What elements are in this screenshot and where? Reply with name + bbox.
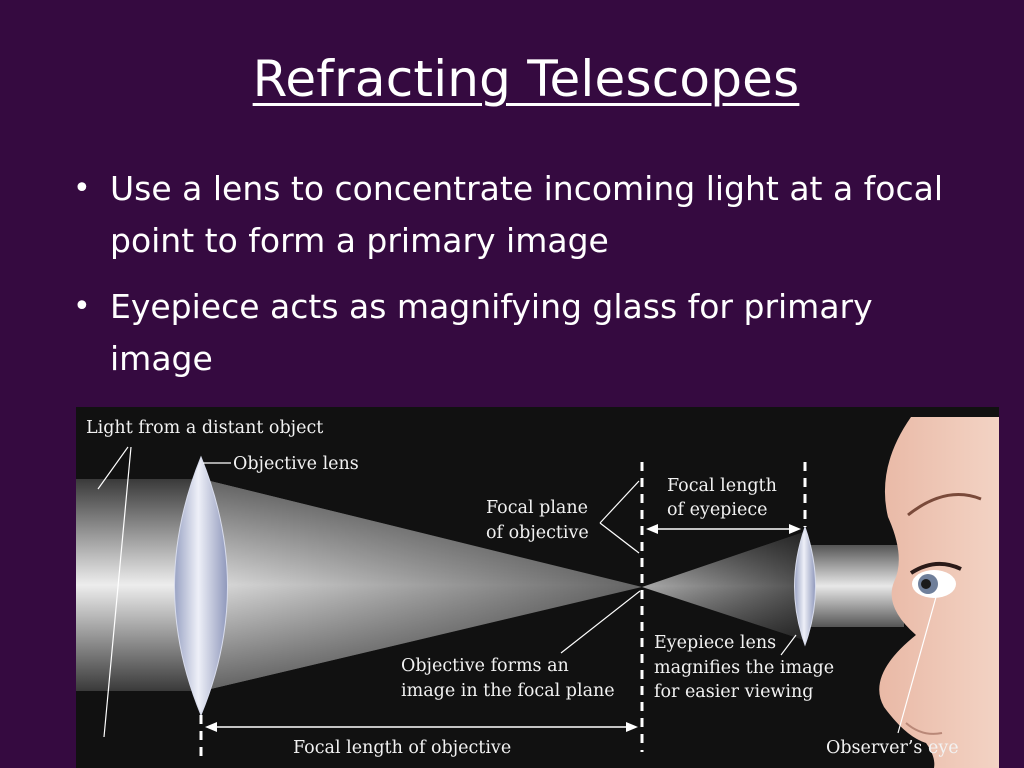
bullet-item: • Eyepiece acts as magnifying glass for … — [70, 281, 970, 385]
eyepiece-lens-label-line2: magnifies the image — [654, 658, 834, 678]
eyepiece-focal-arrow — [646, 524, 801, 534]
focal-length-eyepiece-label-line1: Focal length — [667, 476, 777, 496]
converging-light-shade — [202, 479, 642, 691]
bullet-icon: • — [73, 289, 91, 324]
focal-plane-pointer — [599, 480, 640, 524]
focal-plane-pointer — [599, 522, 640, 554]
observer-face — [879, 417, 999, 768]
focal-plane-label-line2: of objective — [486, 523, 589, 543]
eyepiece-lens-label-line1: Eyepiece lens — [654, 633, 776, 653]
eyepiece-lens-label-line3: for easier viewing — [654, 682, 813, 702]
slide-title: Refracting Telescopes — [252, 50, 800, 108]
objective-lens-label: Objective lens — [233, 454, 359, 474]
bullet-text: Use a lens to concentrate incoming light… — [110, 169, 944, 260]
telescope-diagram: Light from a distant object Objective le… — [76, 407, 999, 768]
focal-length-objective-label: Focal length of objective — [293, 738, 511, 758]
bullet-list: • Use a lens to concentrate incoming lig… — [70, 163, 970, 399]
objective-forms-pointer — [560, 590, 641, 654]
observers-eye-label: Observer’s eye — [826, 738, 959, 758]
eyepiece-lens — [794, 525, 816, 647]
objective-forms-label-line2: image in the focal plane — [401, 681, 615, 701]
objective-focal-arrow — [205, 722, 638, 732]
exit-light-beam — [804, 545, 904, 627]
bullet-item: • Use a lens to concentrate incoming lig… — [70, 163, 970, 267]
focal-length-eyepiece-label-line2: of eyepiece — [667, 500, 768, 520]
bullet-text: Eyepiece acts as magnifying glass for pr… — [110, 287, 873, 378]
bullet-icon: • — [73, 171, 91, 206]
focal-plane-label-line1: Focal plane — [486, 498, 588, 518]
light-pointer-line — [97, 446, 129, 490]
observer-eye-pointer — [897, 596, 937, 734]
diverging-light-shade — [642, 532, 804, 640]
light-source-label: Light from a distant object — [86, 418, 323, 438]
light-pointer-line — [103, 446, 132, 738]
objective-forms-label-line1: Objective forms an — [401, 656, 569, 676]
eyepiece-pointer — [780, 634, 797, 656]
